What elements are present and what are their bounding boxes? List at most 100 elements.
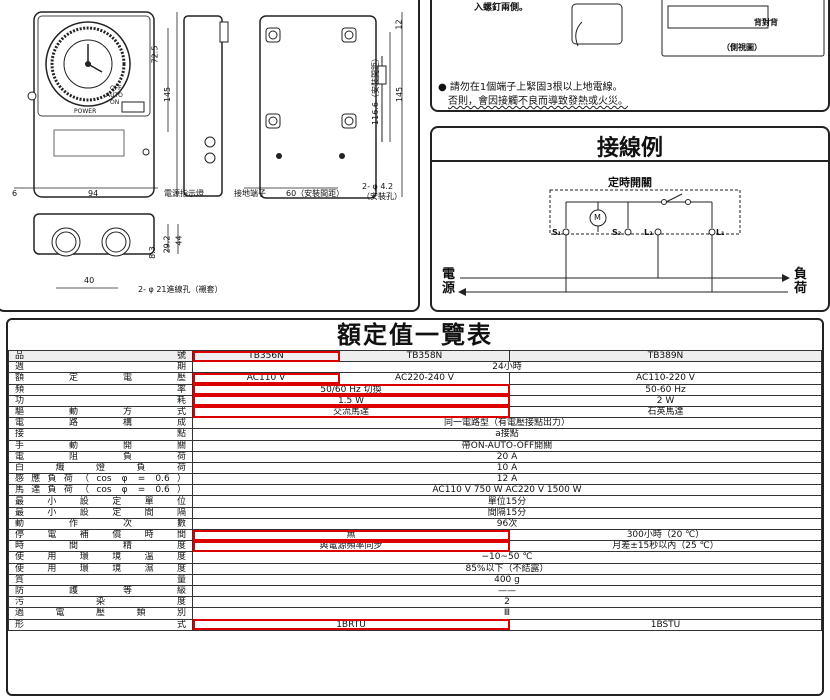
- dim-44: 44: [174, 235, 184, 246]
- table-row: 時間精度與電源頻率同步月差±15秒以內（25 ℃）: [8, 540, 822, 553]
- note-top-text: 入螺釘兩側。: [474, 3, 529, 13]
- cell-all: 帶ON-AUTO-OFF開關: [192, 439, 822, 452]
- row-label: 污染度: [8, 596, 193, 609]
- cell-all: 20 A: [192, 450, 822, 463]
- table-row: 馬達負荷（cos φ = 0.6）AC110 V 750 W AC220 V 1…: [8, 484, 822, 497]
- cell-c3: 月差±15秒以內（25 ℃）: [509, 540, 822, 553]
- table-row: 最小設定單位單位15分: [8, 495, 822, 508]
- row-label: 週期: [8, 361, 193, 374]
- dim-116-6: 116.6（安裝間距）: [370, 54, 380, 125]
- row-label: 頻率: [8, 383, 193, 396]
- row-label: 形式: [8, 618, 193, 631]
- cell-c1: AC110 V: [192, 372, 340, 385]
- dim-40: 40: [84, 276, 95, 285]
- table-row: 感應負荷（cos φ = 0.6）12 A: [8, 473, 822, 486]
- row-label: 感應負荷（cos φ = 0.6）: [8, 473, 193, 486]
- table-row: 使用環境溫度−10~50 ℃: [8, 551, 822, 564]
- cell-c12: 無: [192, 528, 510, 542]
- cell-c2: TB358N: [339, 349, 510, 363]
- l2-label: L₂: [644, 228, 653, 237]
- row-label: 手動開關: [8, 439, 193, 452]
- cell-c3: 1BSTU: [509, 618, 822, 631]
- cell-all: 85%以下（不結露）: [192, 562, 822, 575]
- cell-c3: 石英馬達: [509, 405, 822, 419]
- row-label: 過電壓類別: [8, 607, 193, 620]
- switch-label: 定時開關: [608, 176, 652, 189]
- row-label: 時間精度: [8, 540, 193, 553]
- cell-all: 12 A: [192, 473, 822, 486]
- wire-hole-label: 2- φ 21進線孔（襯套）: [138, 285, 223, 294]
- row-label: 品號: [8, 349, 193, 363]
- s1-label: S₁: [552, 228, 562, 237]
- row-label: 使用環境濕度: [8, 562, 193, 575]
- dimension-drawing-panel: 6 94 72.5 145 145 12 116.6（安裝間距） 電源指示燈 接…: [0, 0, 420, 312]
- row-label: 功耗: [8, 394, 193, 407]
- mount-hole-label: 2- φ 4.2 （安裝孔）: [362, 182, 402, 201]
- warning-line2: 否則，會因接觸不良而導致發熱或火災。: [448, 96, 628, 107]
- cell-c12: 1.5 W: [192, 394, 510, 407]
- cell-all: a接點: [192, 428, 822, 441]
- dim-12: 12: [394, 19, 404, 30]
- cell-all: 2: [192, 596, 822, 609]
- motor-label: M: [594, 213, 601, 222]
- side-view-label: （側視圖）: [722, 43, 762, 52]
- ground-terminal-label: 接地端子: [234, 189, 266, 198]
- cell-all: 400 g: [192, 573, 822, 586]
- note-panel: 入螺釘兩側。 背對背 （側視圖） ● 請勿在1個端子上緊固3根以上地電線。 否則…: [430, 0, 830, 112]
- cell-all: Ⅲ: [192, 607, 822, 620]
- wiring-panel: 接線例 定時開關 M S₁ S₂ L₂ L₁ 電 源 負 荷: [430, 126, 830, 312]
- cell-all: 24小時: [192, 361, 822, 374]
- s2-label: S₂: [612, 228, 622, 237]
- cell-c3: 2 W: [509, 394, 822, 407]
- table-row: 手動開關帶ON-AUTO-OFF開關: [8, 439, 822, 452]
- cell-c12: 與電源頻率同步: [192, 540, 510, 553]
- warning-line1: ● 請勿在1個端子上緊固3根以上地電線。: [438, 82, 623, 93]
- wiring-diagram: [458, 189, 790, 296]
- table-row: 驅動方式交流馬達石英馬達: [8, 405, 822, 419]
- row-label: 白熾燈負荷: [8, 461, 193, 475]
- switch-on-label: ON: [110, 99, 120, 106]
- cell-c12: 1BRTU: [192, 618, 510, 631]
- dimension-drawing: [14, 11, 403, 289]
- cell-all: AC110 V 750 W AC220 V 1500 W: [192, 484, 822, 497]
- switch-auto-label: AUTO: [106, 92, 123, 99]
- load-side-label: 負 荷: [794, 267, 808, 296]
- rating-table-title: 額定值一覽表: [337, 321, 493, 349]
- cell-all: ——: [192, 584, 822, 598]
- cell-c3: TB389N: [509, 349, 822, 363]
- cell-c3: AC110-220 V: [509, 372, 822, 385]
- row-label: 停電補償時間: [8, 528, 193, 542]
- dim-6: 6: [12, 189, 18, 198]
- power-side-label: 電 源: [442, 267, 456, 296]
- cell-c2: AC220-240 V: [339, 372, 510, 385]
- dim-60: 60（安裝間距）: [286, 189, 345, 198]
- cell-all: 單位15分: [192, 495, 822, 508]
- cell-c3: 300小時（20 ℃）: [509, 528, 822, 542]
- dim-8-3: 8.3: [147, 246, 157, 259]
- row-label: 驅動方式: [8, 405, 193, 419]
- cell-c3: 50-60 Hz: [509, 383, 822, 396]
- back-to-back-label: 背對背: [754, 18, 778, 27]
- cell-all: 96次: [192, 517, 822, 531]
- wiring-title: 接線例: [596, 136, 663, 161]
- row-label: 電路構成: [8, 417, 193, 430]
- dial-power-label: POWER: [74, 108, 97, 115]
- cell-all: −10~50 ℃: [192, 551, 822, 564]
- row-label: 使用環境溫度: [8, 551, 193, 564]
- table-row: 電路構成同一電路型（有電壓接點出力）: [8, 417, 822, 430]
- row-label: 質量: [8, 573, 193, 586]
- cell-all: 同一電路型（有電壓接點出力）: [192, 417, 822, 430]
